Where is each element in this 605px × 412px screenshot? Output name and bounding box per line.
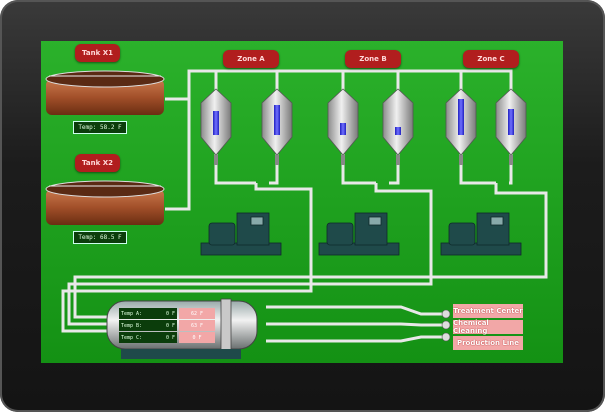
exchanger-row-b: Temp B: 0 F [119, 320, 177, 331]
zone-b-label: Zone B [345, 50, 401, 68]
tank-x2-label: Tank X2 [75, 154, 120, 172]
temp-a-name: Temp A: [121, 310, 143, 317]
zone-c-label: Zone C [463, 50, 519, 68]
exchanger-row-a: Temp A: 0 F [119, 308, 177, 319]
temp-c-value: 0 F [179, 332, 215, 343]
valve-connectors [441, 309, 451, 342]
tank-x2-graphic [45, 180, 165, 225]
chemical-cleaning-button[interactable]: Chemical Cleaning [453, 319, 523, 335]
temp-c-unit: 0 F [165, 334, 175, 341]
exchanger-row-c: Temp C: 0 F [119, 332, 177, 343]
process-diagram [45, 69, 548, 359]
zone-a-label: Zone A [223, 50, 279, 68]
treatment-center-button[interactable]: Treatment Center [453, 304, 523, 318]
exchanger-readout: Temp A: 0 F 62 F Temp B: 0 F 63 F Temp C: 0… [119, 308, 219, 344]
tank-x1-temp: Temp: 58.2 F [73, 121, 127, 134]
silo-group [200, 88, 527, 165]
production-line-button[interactable]: Production Line [453, 336, 523, 350]
temp-a-unit: 0 F [165, 310, 175, 317]
temp-c-name: Temp C: [121, 334, 143, 341]
tank-x1-label: Tank X1 [75, 44, 120, 62]
tank-x1-graphic [45, 70, 165, 115]
temp-a-value: 62 F [179, 308, 215, 319]
temp-b-unit: 0 F [165, 322, 175, 329]
temp-b-value: 63 F [179, 320, 215, 331]
temp-b-name: Temp B: [121, 322, 143, 329]
hmi-screen: Tank X1 Temp: 58.2 F Tank X2 Temp: 68.5 … [41, 41, 563, 363]
pump-group [200, 212, 522, 256]
tank-x2-temp: Temp: 68.5 F [73, 231, 127, 244]
